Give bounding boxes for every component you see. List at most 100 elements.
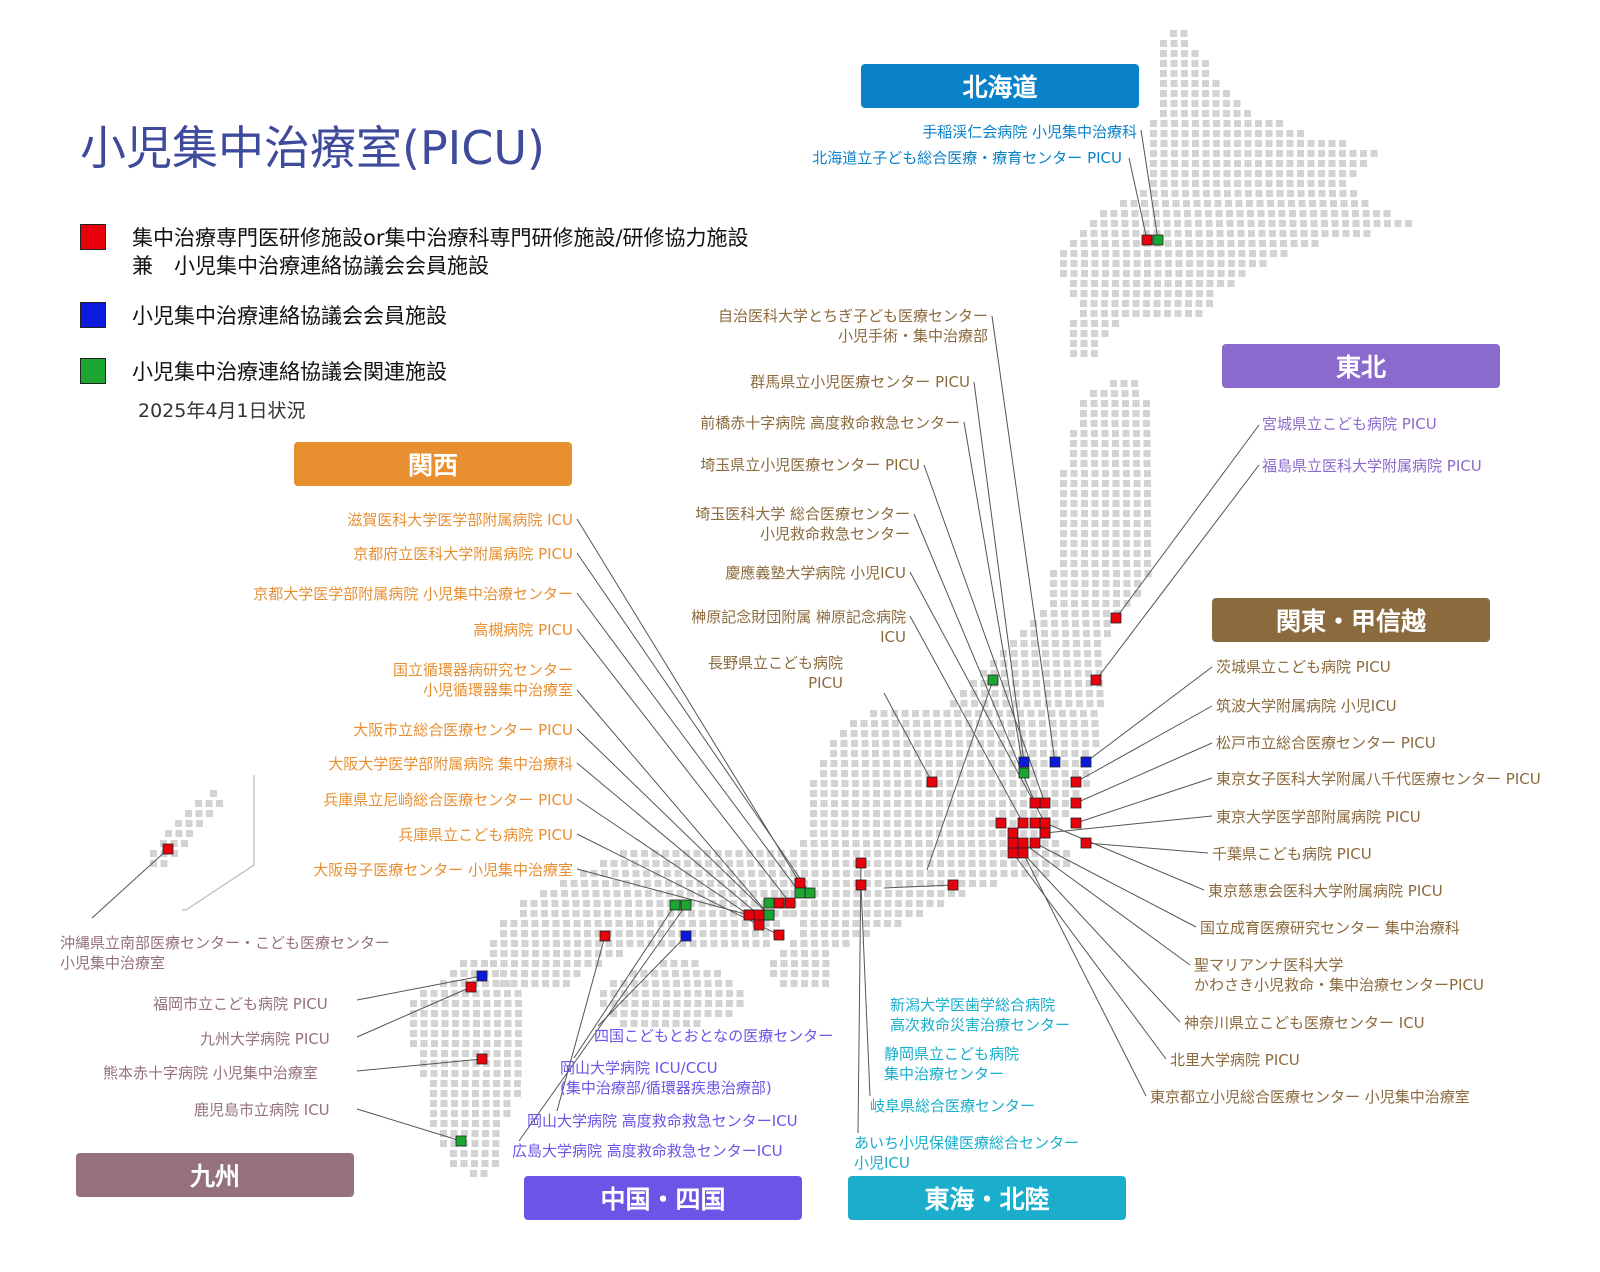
leader-line — [923, 464, 1046, 804]
hospital-marker-red[interactable] — [1110, 612, 1122, 624]
hospital-label-line: 東京慈恵会医科大学附属病院 PICU — [1208, 882, 1443, 900]
hospital-marker-red[interactable] — [855, 857, 867, 869]
legend-green-line-1: 小児集中治療連絡協議会関連施設 — [132, 360, 447, 384]
leader-line — [91, 848, 169, 919]
hospital-marker-blue[interactable] — [476, 970, 488, 982]
hospital-marker-red[interactable] — [773, 897, 785, 909]
hospital-marker-blue[interactable] — [1018, 756, 1030, 768]
hospital-label-line: 小児ICU — [854, 1154, 910, 1172]
hospital-marker-red[interactable] — [1007, 847, 1019, 859]
hospital-marker-green[interactable] — [987, 674, 999, 686]
leader-line — [1044, 822, 1205, 891]
hospital-marker-red[interactable] — [599, 930, 611, 942]
hospital-label: 福島県立医科大学附属病院 PICU — [1262, 456, 1482, 476]
leader-line — [973, 381, 1025, 763]
hospital-marker-green[interactable] — [1018, 767, 1030, 779]
hospital-label-line: PICU — [808, 674, 843, 692]
hospital-label: 沖縄県立南部医療センター・こども医療センター小児集中治療室 — [60, 933, 390, 973]
hospital-marker-red[interactable] — [1070, 817, 1082, 829]
hospital-marker-red[interactable] — [947, 879, 959, 891]
hospital-marker-red[interactable] — [1029, 797, 1041, 809]
hospital-label-line: 沖縄県立南部医療センター・こども医療センター — [60, 934, 391, 952]
hospital-label-line: 国立循環器病研究センター — [392, 661, 573, 679]
hospital-marker-red[interactable] — [1070, 776, 1082, 788]
hospital-label: 自治医科大学とちぎ子ども医療センター小児手術・集中治療部 — [718, 306, 988, 346]
hospital-marker-red[interactable] — [1039, 797, 1051, 809]
hospital-marker-green[interactable] — [763, 897, 775, 909]
hospital-marker-green[interactable] — [804, 887, 816, 899]
hospital-marker-blue[interactable] — [1049, 756, 1061, 768]
hospital-label-line: 松戸市立総合医療センター PICU — [1216, 734, 1436, 752]
hospital-marker-red[interactable] — [1007, 827, 1019, 839]
hospital-marker-red[interactable] — [784, 897, 796, 909]
leader-line — [1115, 424, 1260, 619]
hospital-marker-red[interactable] — [743, 909, 755, 921]
hospital-marker-green[interactable] — [455, 1135, 467, 1147]
page-title: 小児集中治療室(PICU) — [80, 121, 545, 175]
hospital-label-line: 北海道立子ども総合医療・療育センター PICU — [812, 149, 1122, 167]
hospital-label-line: 九州大学病院 PICU — [200, 1030, 330, 1048]
hospital-marker-red[interactable] — [1039, 827, 1051, 839]
hospital-label-line: 東京女子医科大学附属八千代医療センター PICU — [1216, 770, 1541, 788]
hospital-marker-red[interactable] — [1017, 837, 1029, 849]
hospital-marker-red[interactable] — [162, 843, 174, 855]
hospital-marker-red[interactable] — [1080, 837, 1092, 849]
hospital-marker-red[interactable] — [476, 1053, 488, 1065]
hospital-label-line: 神奈川県立こども医療センター ICU — [1184, 1014, 1425, 1032]
hospital-label-line: かわさき小児救命・集中治療センターPICU — [1194, 976, 1484, 994]
hospital-marker-green[interactable] — [680, 899, 692, 911]
leader-line — [576, 628, 791, 904]
hospital-marker-red[interactable] — [1141, 234, 1153, 246]
hospital-label-line: 広島大学病院 高度救命救急センターICU — [512, 1142, 783, 1160]
hospital-label-line: 大阪大学医学部附属病院 集中治療科 — [328, 755, 573, 773]
hospital-label-line: 小児救命救急センター — [759, 525, 910, 543]
hospital-label-line: 小児手術・集中治療部 — [837, 327, 988, 345]
leader-line — [356, 1108, 462, 1142]
hospital-label-line: 小児循環器集中治療室 — [422, 681, 573, 699]
leader-line — [576, 592, 801, 894]
hospital-marker-red[interactable] — [1070, 797, 1082, 809]
hospital-label: 高槻病院 PICU — [473, 620, 573, 640]
hospital-label: 国立循環器病研究センター小児循環器集中治療室 — [393, 660, 573, 700]
hospital-marker-red[interactable] — [1029, 817, 1041, 829]
hospital-marker-red[interactable] — [773, 929, 785, 941]
leader-line — [1085, 666, 1213, 763]
hospital-marker-red[interactable] — [753, 909, 765, 921]
hospital-label-line: (集中治療部/循環器疾患治療部) — [560, 1079, 772, 1097]
hospital-label-line: 兵庫県立尼崎総合医療センター PICU — [323, 791, 573, 809]
hospital-marker-red[interactable] — [1090, 674, 1102, 686]
hospital-marker-red[interactable] — [753, 919, 765, 931]
hospital-marker-blue[interactable] — [680, 930, 692, 942]
leader-line — [860, 884, 871, 1097]
hospital-label: 埼玉県立小児医療センター PICU — [700, 455, 920, 475]
legend-swatch-green — [80, 358, 106, 384]
hospital-label: 岐阜県総合医療センター — [870, 1096, 1035, 1116]
hospital-marker-red[interactable] — [995, 817, 1007, 829]
hospital-label: 兵庫県立尼崎総合医療センター PICU — [323, 790, 573, 810]
hospital-marker-red[interactable] — [1007, 837, 1019, 849]
hospital-marker-green[interactable] — [1152, 234, 1164, 246]
hospital-label-line: 埼玉県立小児医療センター PICU — [700, 456, 920, 474]
leader-line — [576, 798, 750, 916]
hospital-label: 熊本赤十字病院 小児集中治療室 — [103, 1063, 318, 1083]
hospital-marker-red[interactable] — [1017, 847, 1029, 859]
hospital-label: 兵庫県立こども病院 PICU — [398, 825, 573, 845]
hospital-marker-red[interactable] — [794, 877, 806, 889]
leader-line — [1095, 464, 1260, 681]
hospital-marker-green[interactable] — [763, 909, 775, 921]
hospital-label-line: 国立成育医療研究センター 集中治療科 — [1200, 919, 1460, 937]
hospital-marker-red[interactable] — [855, 879, 867, 891]
hospital-marker-blue[interactable] — [1080, 756, 1092, 768]
hospital-marker-red[interactable] — [465, 981, 477, 993]
hospital-label-line: 小児集中治療室 — [60, 954, 166, 972]
hospital-marker-red[interactable] — [1017, 817, 1029, 829]
hospital-marker-red[interactable] — [1029, 837, 1041, 849]
leader-line — [556, 935, 606, 1112]
hospital-marker-green[interactable] — [669, 899, 681, 911]
hospital-marker-green[interactable] — [794, 887, 806, 899]
hospital-label: 国立成育医療研究センター 集中治療科 — [1200, 918, 1460, 938]
hospital-marker-red[interactable] — [1039, 817, 1051, 829]
hospital-marker-red[interactable] — [926, 776, 938, 788]
